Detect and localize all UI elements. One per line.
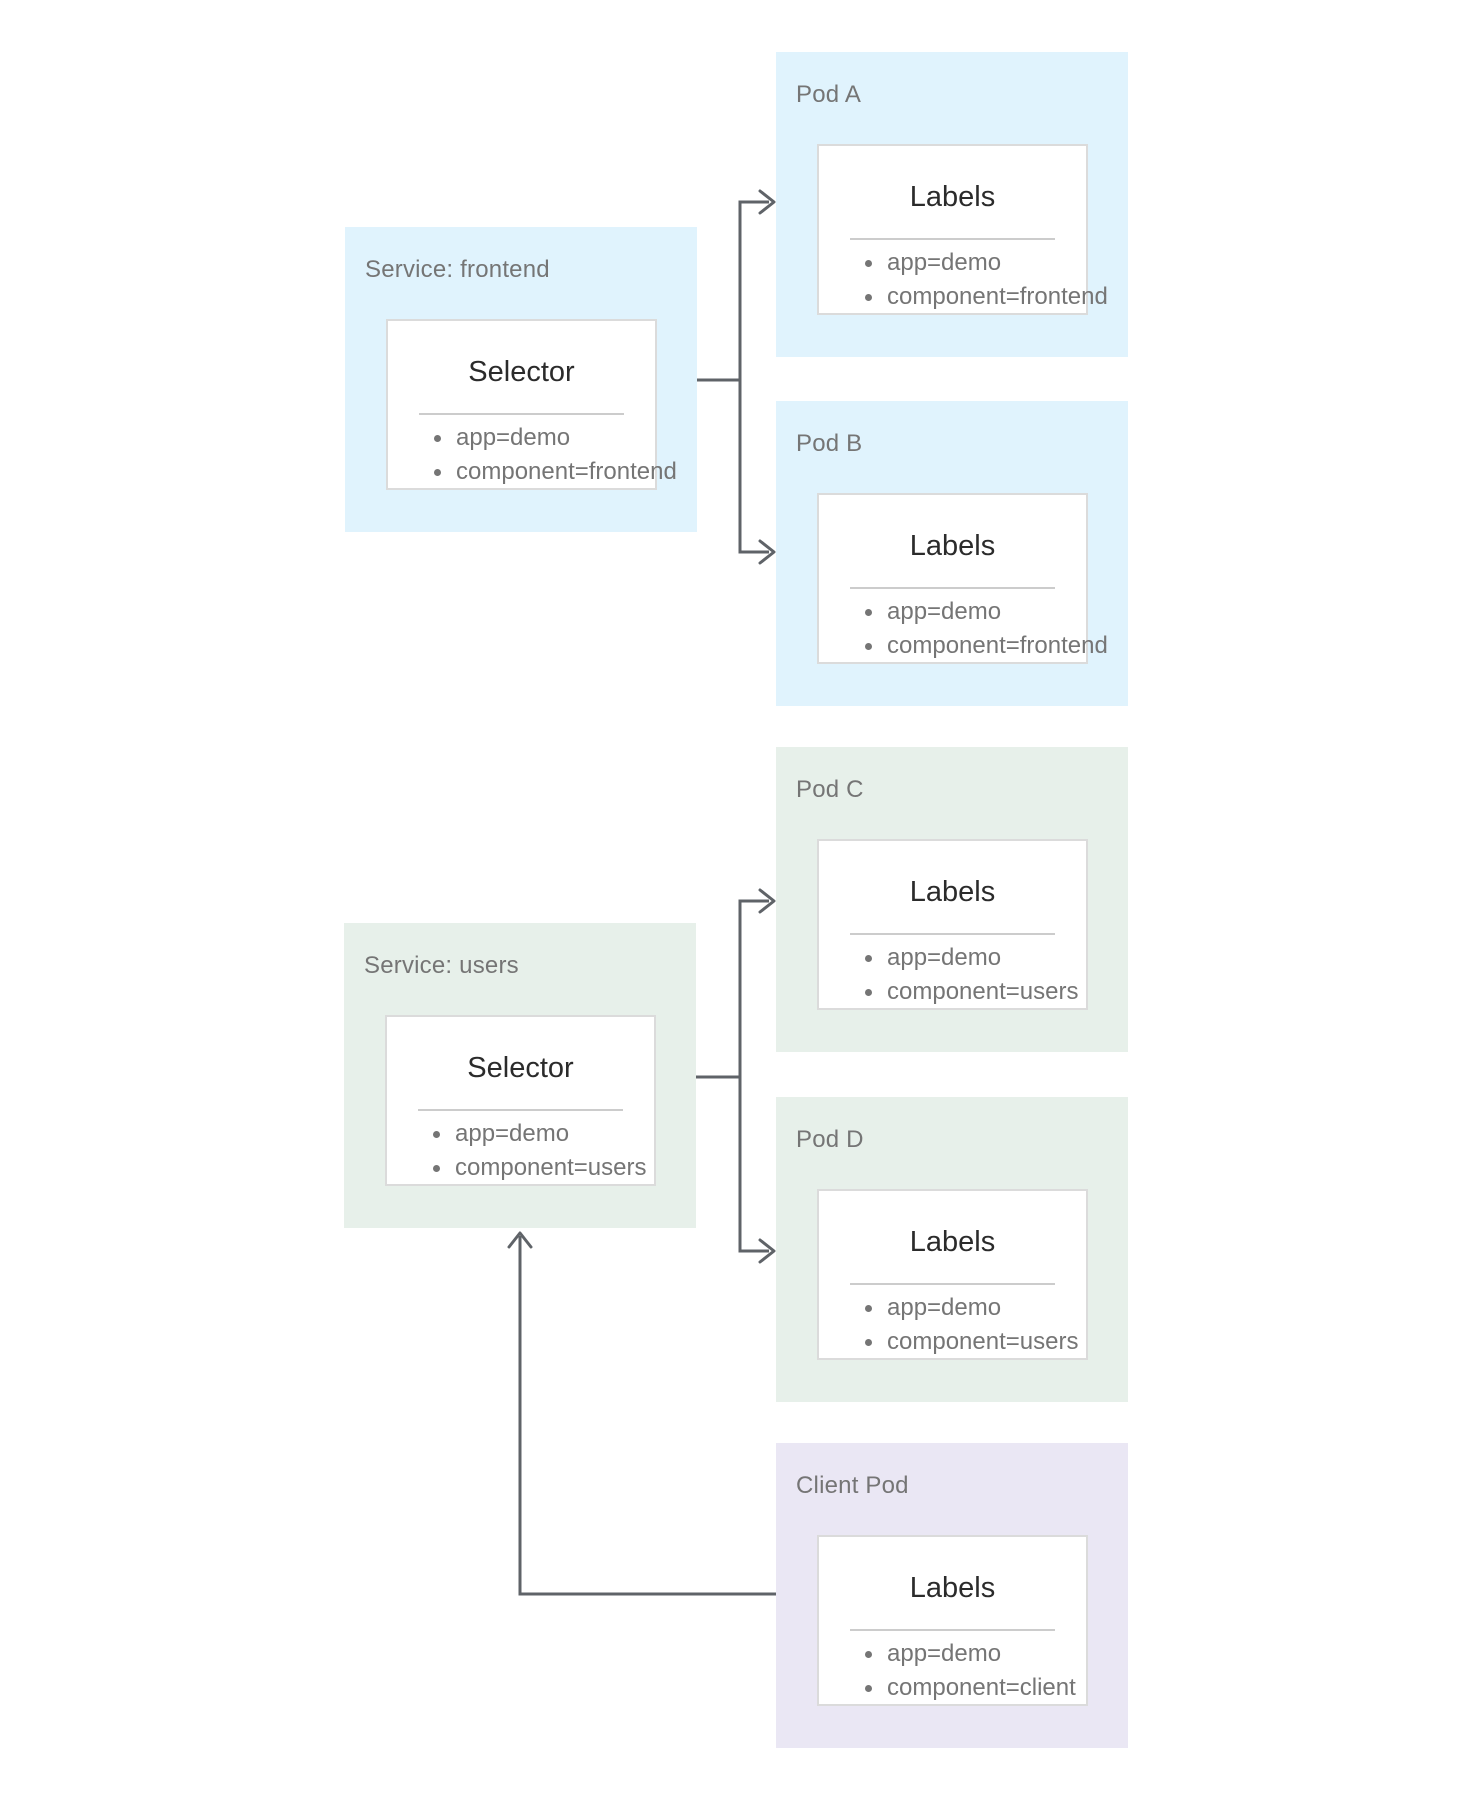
label-item: app=demo xyxy=(865,246,1086,280)
label-item: component=frontend xyxy=(865,629,1108,663)
divider xyxy=(850,238,1055,240)
service-users-box: Service: users Selector app=demo compone… xyxy=(344,923,696,1228)
label-item: component=users xyxy=(865,975,1086,1009)
divider xyxy=(850,587,1055,589)
labels-list: app=demo component=users xyxy=(819,1291,1086,1359)
divider xyxy=(850,1629,1055,1631)
pod-d-labels-card: Labels app=demo component=users xyxy=(817,1189,1088,1360)
service-users-title: Service: users xyxy=(364,952,519,979)
divider xyxy=(419,413,624,415)
service-frontend-box: Service: frontend Selector app=demo comp… xyxy=(345,227,697,532)
labels-heading: Labels xyxy=(909,1572,996,1604)
pod-a-title: Pod A xyxy=(796,81,862,108)
selector-item: component=users xyxy=(433,1151,654,1185)
pod-c-title: Pod C xyxy=(796,776,864,803)
arrowhead-to-pod-d xyxy=(758,1238,776,1264)
label-item: app=demo xyxy=(865,1291,1086,1325)
service-frontend-selector-card: Selector app=demo component=frontend xyxy=(386,319,677,490)
arrowhead-to-pod-c xyxy=(758,888,776,914)
pod-a-box: Pod A Labels app=demo component=frontend xyxy=(776,52,1128,357)
client-elbow-line xyxy=(518,1236,776,1596)
users-service-connector xyxy=(696,888,776,1264)
label-item: app=demo xyxy=(865,595,1086,629)
client-pod-box: Client Pod Labels app=demo component=cli… xyxy=(776,1443,1128,1748)
pod-c-labels-card: Labels app=demo component=users xyxy=(817,839,1088,1010)
client-pod-connector xyxy=(507,1231,776,1596)
selector-heading: Selector xyxy=(467,1052,574,1084)
service-frontend-title: Service: frontend xyxy=(365,256,550,283)
label-item: component=client xyxy=(865,1671,1086,1705)
client-pod-title: Client Pod xyxy=(796,1472,909,1499)
selector-item: app=demo xyxy=(433,1117,654,1151)
label-item: component=users xyxy=(865,1325,1086,1359)
pod-b-title: Pod B xyxy=(796,430,863,457)
labels-list: app=demo component=users xyxy=(819,941,1086,1009)
selector-item: component=frontend xyxy=(434,455,677,489)
pod-c-box: Pod C Labels app=demo component=users xyxy=(776,747,1128,1052)
labels-heading: Labels xyxy=(909,181,996,213)
arrowhead-to-pod-b xyxy=(758,539,776,565)
pod-b-box: Pod B Labels app=demo component=frontend xyxy=(776,401,1128,706)
frontend-service-connector xyxy=(696,189,776,565)
arrowhead-to-pod-a xyxy=(758,189,776,215)
pod-b-labels-card: Labels app=demo component=frontend xyxy=(817,493,1108,664)
service-users-selector-card: Selector app=demo component=users xyxy=(385,1015,656,1186)
labels-list: app=demo component=frontend xyxy=(819,595,1108,663)
label-item: app=demo xyxy=(865,941,1086,975)
pod-d-box: Pod D Labels app=demo component=users xyxy=(776,1097,1128,1402)
pod-d-title: Pod D xyxy=(796,1126,864,1153)
labels-heading: Labels xyxy=(909,876,996,908)
pod-a-labels-card: Labels app=demo component=frontend xyxy=(817,144,1108,315)
labels-heading: Labels xyxy=(909,1226,996,1258)
users-branch-line xyxy=(738,899,769,1253)
labels-list: app=demo component=client xyxy=(819,1637,1086,1705)
frontend-branch-line xyxy=(738,200,769,554)
selector-list: app=demo component=users xyxy=(387,1117,654,1185)
selector-heading: Selector xyxy=(468,356,575,388)
divider xyxy=(850,933,1055,935)
divider xyxy=(418,1109,623,1111)
selector-item: app=demo xyxy=(434,421,655,455)
divider xyxy=(850,1283,1055,1285)
label-item: app=demo xyxy=(865,1637,1086,1671)
client-pod-labels-card: Labels app=demo component=client xyxy=(817,1535,1088,1706)
labels-heading: Labels xyxy=(909,530,996,562)
labels-list: app=demo component=frontend xyxy=(819,246,1108,314)
selector-list: app=demo component=frontend xyxy=(388,421,677,489)
label-item: component=frontend xyxy=(865,280,1108,314)
arrowhead-to-service-users xyxy=(507,1231,533,1249)
